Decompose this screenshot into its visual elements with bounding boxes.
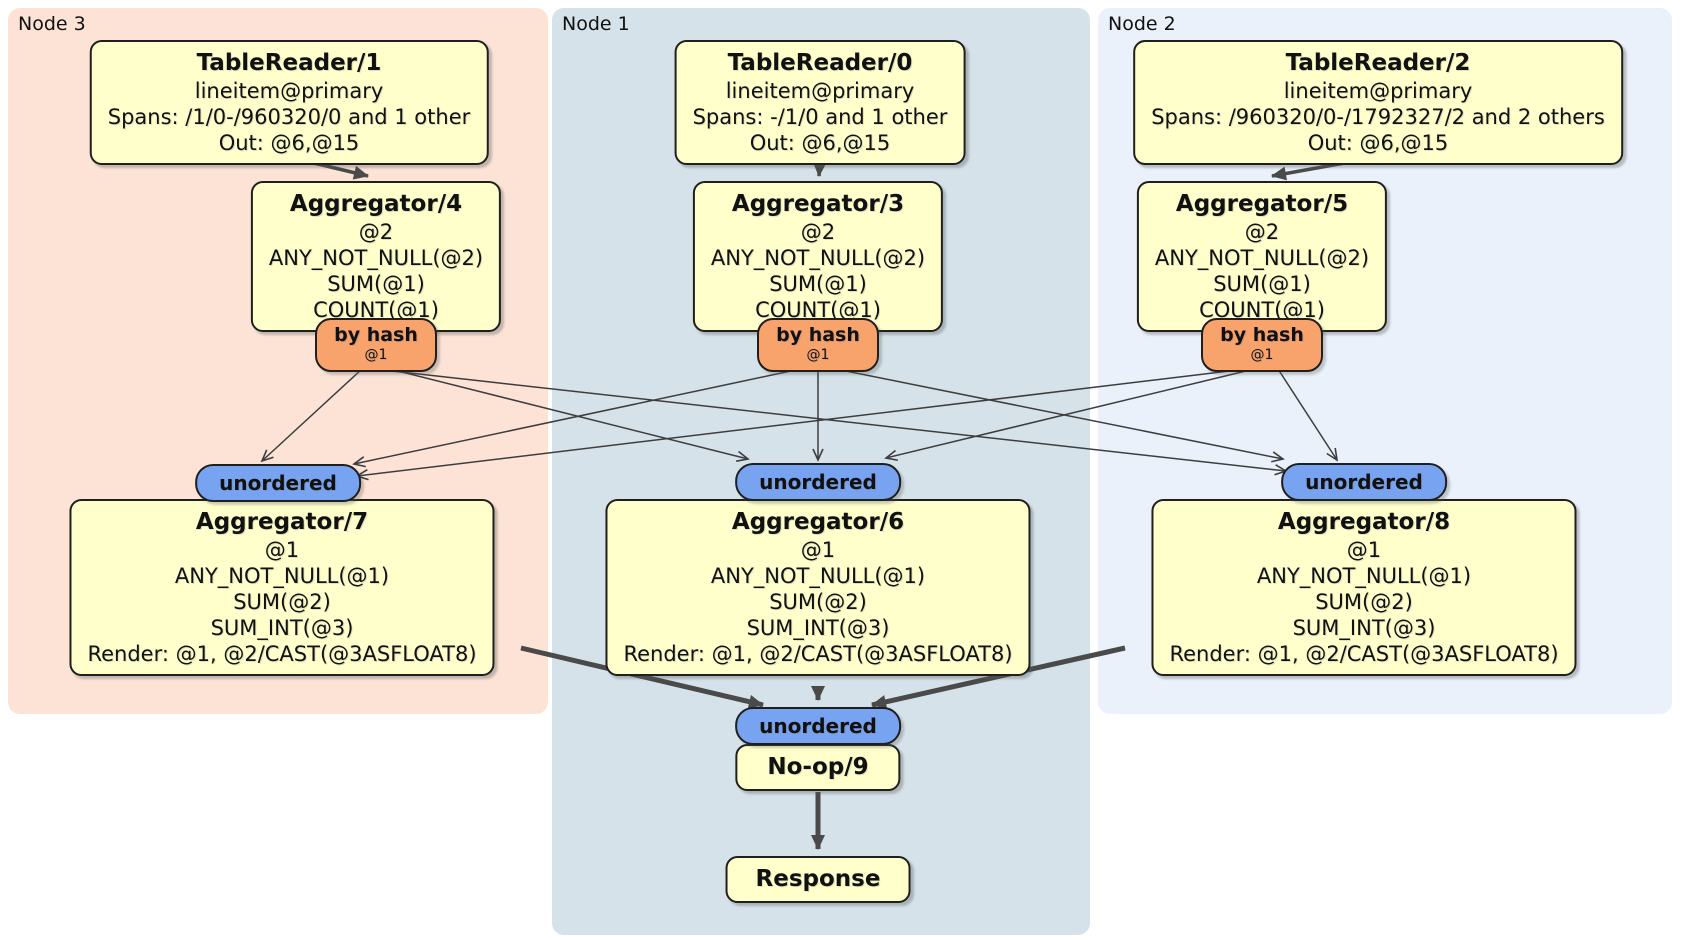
router-key: @1 bbox=[1250, 347, 1274, 363]
edge-hash5-syncM bbox=[884, 369, 1251, 462]
box-line: ANY_NOT_NULL(@1) bbox=[1256, 564, 1472, 588]
node-3-label: Node 3 bbox=[18, 13, 86, 35]
box-line: SUM(@1) bbox=[327, 272, 425, 296]
box-line: @2 bbox=[358, 220, 394, 244]
box-line: Spans: /1/0-/960320/0 and 1 other bbox=[107, 105, 471, 129]
edge-hash4-syncR bbox=[391, 370, 1288, 476]
box-line: Spans: /960320/0-/1792327/2 and 2 others bbox=[1151, 105, 1605, 129]
router-key: @1 bbox=[806, 347, 830, 363]
box-line: @2 bbox=[1244, 220, 1280, 244]
noop-box: No-op/9 bbox=[735, 744, 901, 791]
box-line: ANY_NOT_NULL(@2) bbox=[1154, 246, 1370, 270]
box-line: Render: @1, @2/CAST(@3ASFLOAT8) bbox=[623, 642, 1013, 666]
sync-unordered-middle: unordered bbox=[735, 463, 901, 501]
box-line: @1 bbox=[800, 538, 836, 562]
box-line: lineitem@primary bbox=[194, 79, 384, 103]
box-line: @1 bbox=[1346, 538, 1382, 562]
box-title: Aggregator/8 bbox=[1277, 509, 1451, 535]
box-line: ANY_NOT_NULL(@1) bbox=[174, 564, 390, 588]
box-line: ANY_NOT_NULL(@1) bbox=[710, 564, 926, 588]
box-line: Render: @1, @2/CAST(@3ASFLOAT8) bbox=[87, 642, 477, 666]
response-box: Response bbox=[725, 856, 911, 903]
router-by-hash-5: by hash @1 bbox=[1201, 318, 1323, 372]
sync-unordered-right: unordered bbox=[1281, 463, 1447, 501]
box-line: @2 bbox=[800, 220, 836, 244]
box-line: SUM(@1) bbox=[769, 272, 867, 296]
edge-agg7-final bbox=[520, 645, 764, 709]
box-line: SUM(@2) bbox=[233, 590, 331, 614]
box-line: Out: @6,@15 bbox=[1307, 131, 1449, 155]
sync-unordered-final: unordered bbox=[735, 707, 901, 745]
edge-hash3-syncL bbox=[352, 368, 801, 468]
box-title: Aggregator/5 bbox=[1175, 191, 1349, 217]
box-line: SUM(@2) bbox=[1315, 590, 1413, 614]
box-line: Spans: -/1/0 and 1 other bbox=[692, 105, 948, 129]
box-line: SUM(@1) bbox=[1213, 272, 1311, 296]
edge-hash3-syncR bbox=[835, 368, 1285, 463]
node-1-label: Node 1 bbox=[562, 13, 630, 35]
box-line: Out: @6,@15 bbox=[218, 131, 360, 155]
box-line: Out: @6,@15 bbox=[749, 131, 891, 155]
edge-hash5-syncL bbox=[355, 368, 1247, 481]
box-line: SUM_INT(@3) bbox=[746, 616, 890, 640]
box-line: SUM_INT(@3) bbox=[210, 616, 354, 640]
router-label: by hash bbox=[334, 324, 418, 346]
router-key: @1 bbox=[364, 347, 388, 363]
box-title: Aggregator/7 bbox=[195, 509, 369, 535]
box-line: SUM_INT(@3) bbox=[1292, 616, 1436, 640]
node-2-label: Node 2 bbox=[1108, 13, 1176, 35]
box-title: Aggregator/4 bbox=[289, 191, 463, 217]
router-by-hash-4: by hash @1 bbox=[315, 318, 437, 372]
box-line: SUM(@2) bbox=[769, 590, 867, 614]
box-title: TableReader/1 bbox=[196, 50, 382, 76]
box-title: Aggregator/6 bbox=[731, 509, 905, 535]
router-label: by hash bbox=[776, 324, 860, 346]
edge-agg8-final bbox=[871, 645, 1126, 709]
box-line: ANY_NOT_NULL(@2) bbox=[268, 246, 484, 270]
sync-unordered-left: unordered bbox=[195, 464, 361, 502]
router-label: by hash bbox=[1220, 324, 1304, 346]
box-title: No-op/9 bbox=[767, 754, 869, 780]
edge-hash5-syncR bbox=[1277, 368, 1339, 462]
box-line: Render: @1, @2/CAST(@3ASFLOAT8) bbox=[1169, 642, 1559, 666]
edge-hash4-syncM bbox=[389, 368, 750, 462]
box-title: TableReader/0 bbox=[727, 50, 913, 76]
box-line: ANY_NOT_NULL(@2) bbox=[710, 246, 926, 270]
box-title: TableReader/2 bbox=[1285, 50, 1471, 76]
box-title: Response bbox=[755, 866, 881, 892]
router-by-hash-3: by hash @1 bbox=[757, 318, 879, 372]
box-line: @1 bbox=[264, 538, 300, 562]
box-line: lineitem@primary bbox=[1283, 79, 1473, 103]
box-line: lineitem@primary bbox=[725, 79, 915, 103]
box-title: Aggregator/3 bbox=[731, 191, 905, 217]
edge-hash4-syncL bbox=[260, 368, 363, 463]
